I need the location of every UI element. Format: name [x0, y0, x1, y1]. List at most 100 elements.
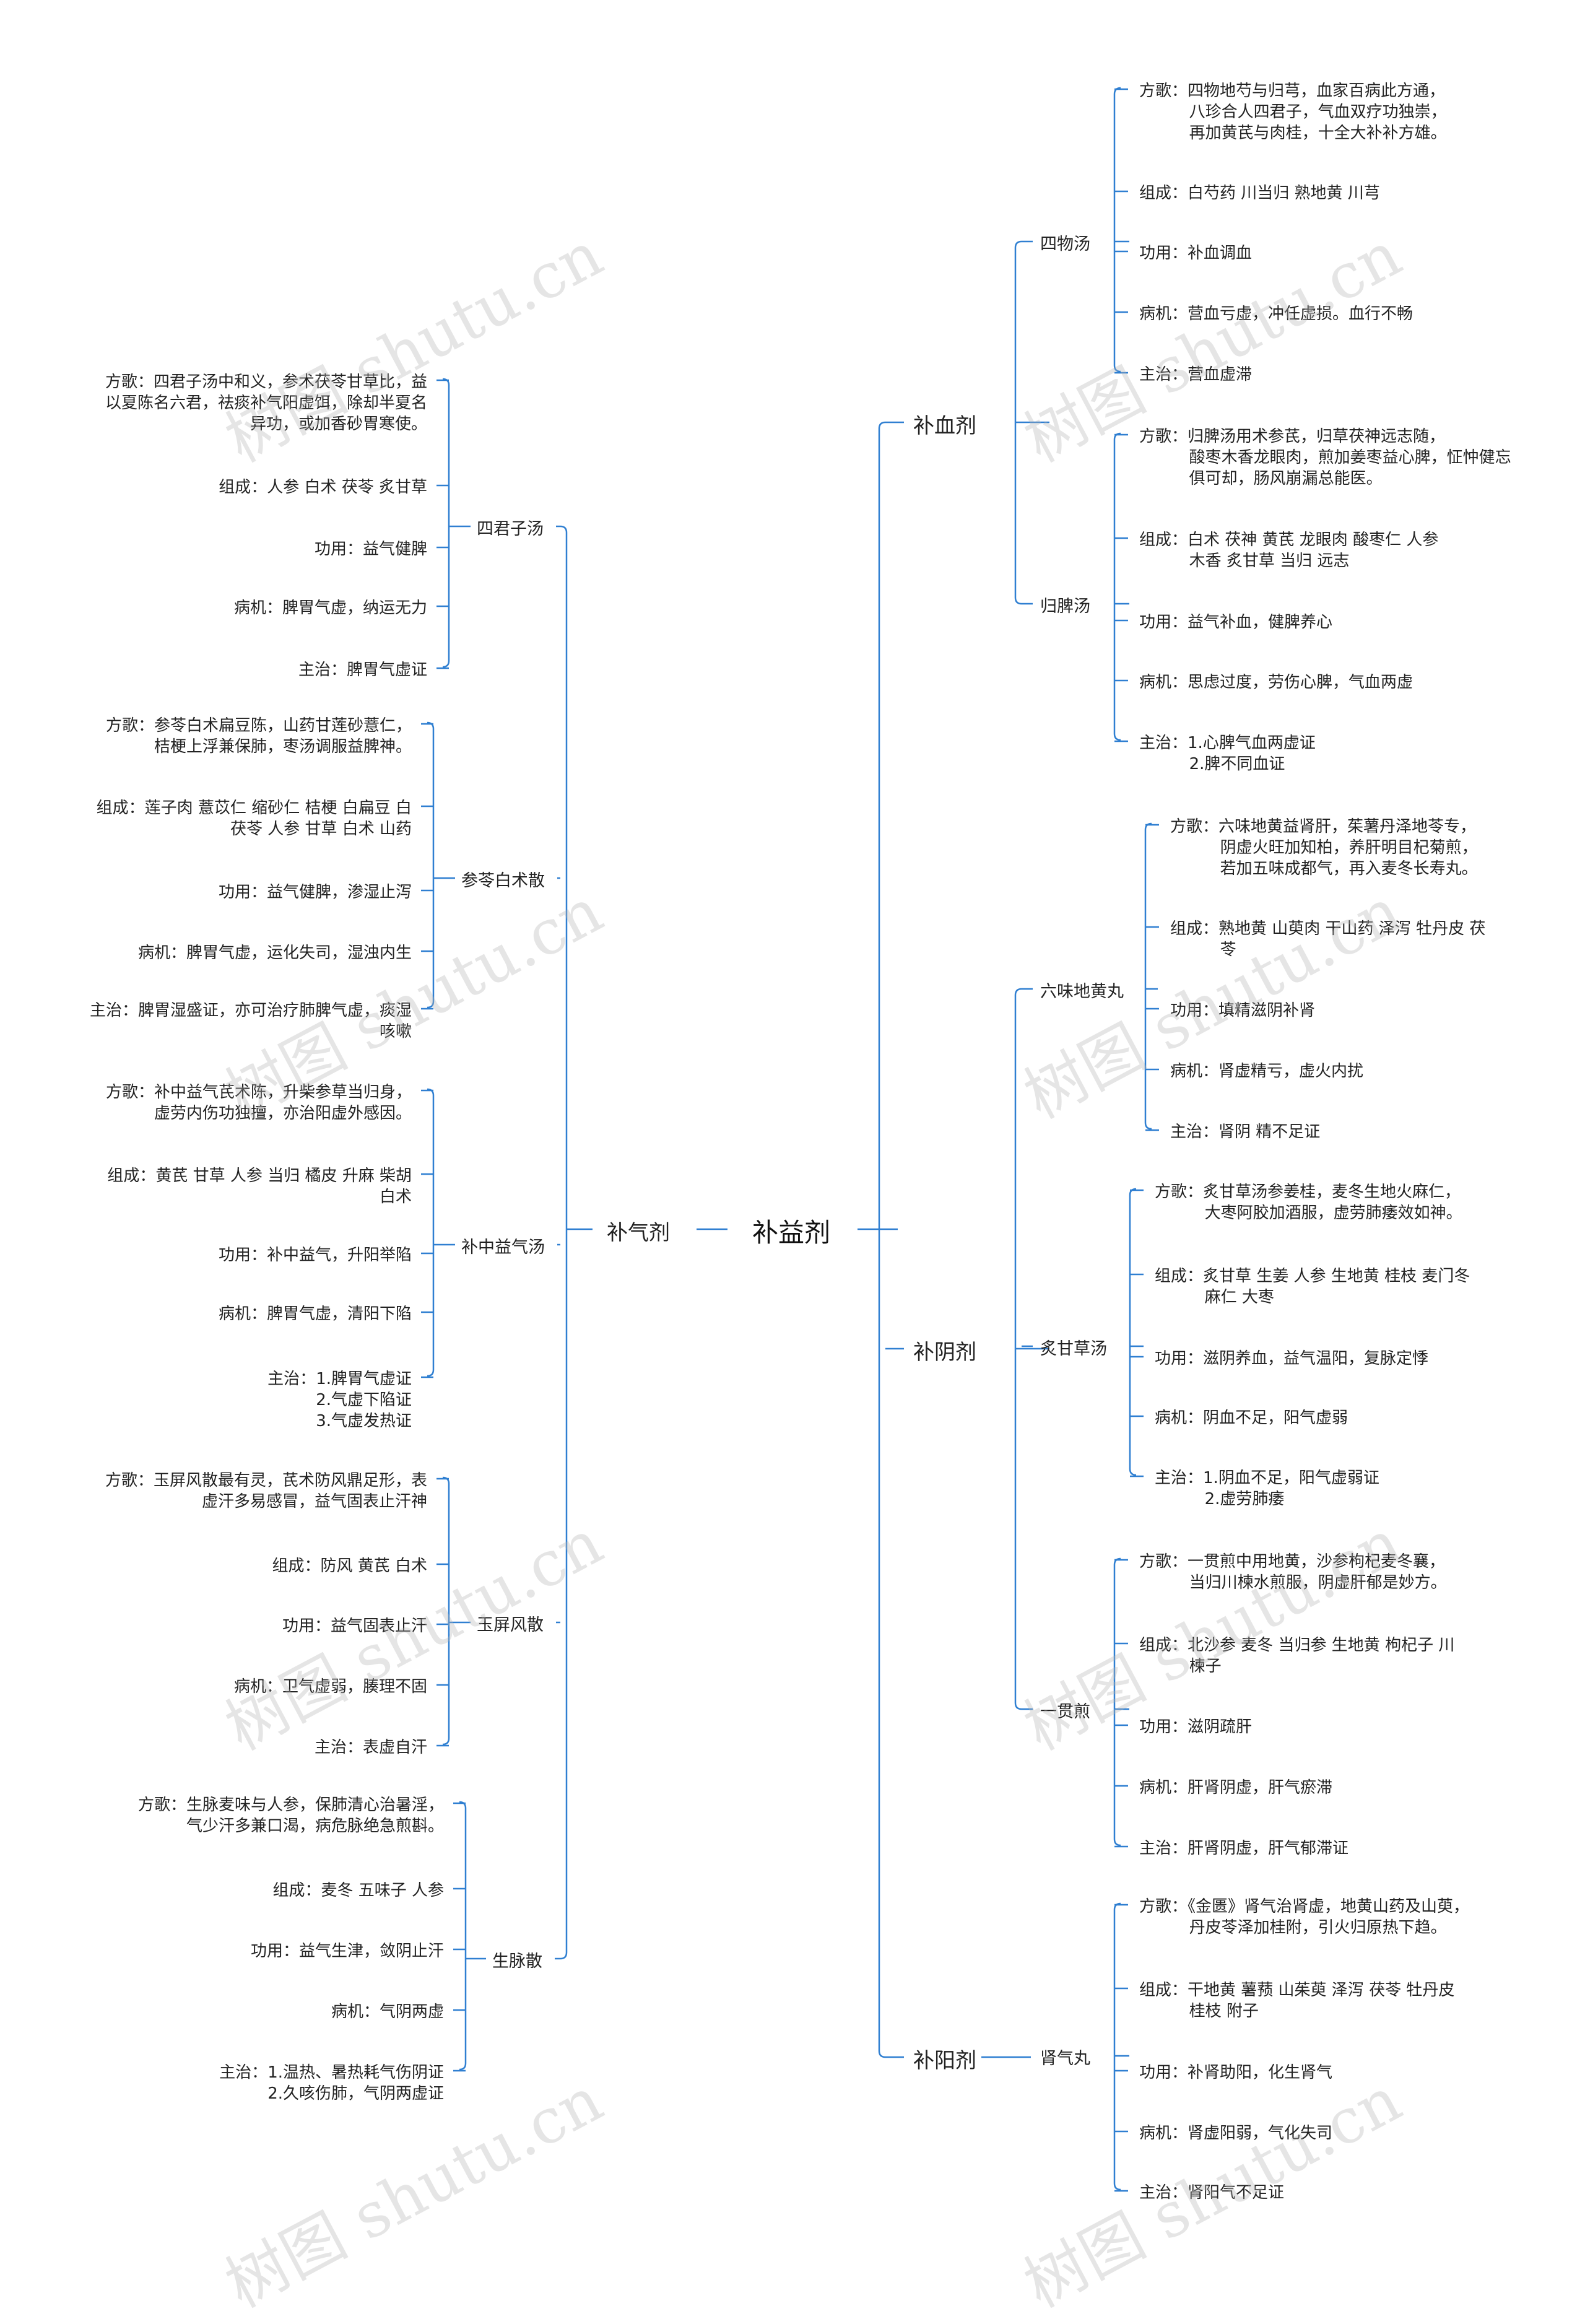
connector: [1129, 1188, 1137, 1476]
formula-node[interactable]: 一贯煎: [1040, 1702, 1090, 1721]
detail-label: 主治：: [1139, 734, 1188, 752]
detail-label: 病机：: [1139, 673, 1188, 692]
detail-text: 脾胃气虚，清阳下陷: [266, 1305, 412, 1323]
detail-text: 楝子: [1189, 1657, 1222, 1676]
formula-detail[interactable]: 病机：思虑过度，劳伤心脾，气血两虚: [1139, 672, 1535, 693]
formula-node[interactable]: 补中益气汤: [461, 1238, 545, 1257]
formula-detail[interactable]: 组成：北沙参 麦冬 当归参 生地黄 枸杞子 川楝子: [1139, 1635, 1535, 1677]
formula-detail[interactable]: 功用：益气补血，健脾养心: [1139, 612, 1535, 633]
detail-text: 若加五味成都气，再入麦冬长寿丸。: [1220, 860, 1478, 878]
formula-detail[interactable]: 方歌：一贯煎中用地黄，沙参枸杞麦冬襄，当归川楝水煎服，阴虚肝郁是妙方。: [1139, 1551, 1535, 1593]
formula-detail[interactable]: 组成：麦冬 五味子 人参: [66, 1880, 444, 1901]
formula-detail[interactable]: 主治：肾阳气不足证: [1139, 2182, 1535, 2203]
formula-detail[interactable]: 主治：肝肾阴虚，肝气郁滞证: [1139, 1838, 1535, 1859]
detail-label: 功用：: [218, 883, 267, 902]
detail-label: 主治：: [1155, 1469, 1204, 1487]
root-topic[interactable]: 补益剂: [752, 1217, 831, 1248]
formula-detail[interactable]: 方歌：参苓白术扁豆陈，山药甘莲砂薏仁，桔梗上浮兼保肺，枣汤调服益脾神。: [34, 715, 412, 757]
formula-detail[interactable]: 主治：营血虚滞: [1139, 364, 1535, 385]
detail-text: 表虚自汗: [362, 1738, 427, 1757]
formula-detail[interactable]: 方歌：《金匮》肾气治肾虚，地黄山药及山萸，丹皮苓泽加桂附，引火归原热下趋。: [1139, 1896, 1535, 1938]
formula-detail[interactable]: 病机：脾胃气虚，运化失司，湿浊内生: [34, 942, 412, 964]
formula-detail[interactable]: 组成：干地黄 薯蓣 山茱萸 泽泻 茯苓 牡丹皮桂枝 附子: [1139, 1980, 1535, 2022]
formula-detail[interactable]: 方歌：四君子汤中和义，参术茯苓甘草比，益以夏陈名六君，祛痰补气阳虚饵，除却半夏名…: [50, 372, 427, 435]
formula-detail[interactable]: 方歌：补中益气芪术陈，升柴参草当归身，虚劳内伤功独擅，亦治阳虚外感因。: [34, 1082, 412, 1124]
formula-detail[interactable]: 组成：人参 白术 茯苓 炙甘草: [50, 477, 427, 498]
detail-text: 阴血不足，阳气虚弱: [1203, 1409, 1348, 1427]
formula-node[interactable]: 四物汤: [1040, 235, 1090, 254]
category-node[interactable]: 补阳剂: [913, 2048, 976, 2073]
detail-text: 人参 白术 茯苓 炙甘草: [267, 478, 427, 497]
formula-detail[interactable]: 病机：阴血不足，阳气虚弱: [1155, 1408, 1551, 1429]
formula-detail[interactable]: 组成：白芍药 川当归 熟地黄 川芎: [1139, 183, 1535, 204]
detail-text: 四君子汤中和义，参术茯苓甘草比，益: [153, 373, 427, 391]
detail-label: 组成：: [272, 1881, 321, 1900]
formula-detail[interactable]: 功用：滋阴养血，益气温阳，复脉定悸: [1155, 1348, 1551, 1369]
formula-node[interactable]: 肾气丸: [1040, 2049, 1090, 2068]
formula-detail[interactable]: 功用：滋阴疏肝: [1139, 1717, 1535, 1738]
formula-detail[interactable]: 方歌：四物地芍与归芎，血家百病此方通，八珍合人四君子，气血双疗功独崇，再加黄芪与…: [1139, 81, 1535, 144]
formula-node[interactable]: 炙甘草汤: [1040, 1339, 1107, 1359]
formula-detail[interactable]: 主治：肾阴 精不足证: [1170, 1121, 1566, 1142]
formula-detail[interactable]: 病机：营血亏虚，冲任虚损。血行不畅: [1139, 303, 1535, 324]
category-buqi[interactable]: 补气剂: [607, 1221, 670, 1245]
formula-detail[interactable]: 功用：补血调血: [1139, 243, 1535, 264]
formula-detail[interactable]: 方歌：生脉麦味与人参，保肺清心治暑淫，气少汗多兼口渴，病危脉绝急煎斟。: [66, 1795, 444, 1837]
formula-node[interactable]: 生脉散: [492, 1952, 542, 1971]
detail-label: 方歌：: [105, 1083, 154, 1102]
formula-detail[interactable]: 主治：脾胃气虚证: [50, 659, 427, 681]
formula-detail[interactable]: 组成：莲子肉 薏苡仁 缩砂仁 桔梗 白扁豆 白茯苓 人参 甘草 白术 山药: [34, 798, 412, 840]
formula-detail[interactable]: 功用：益气健脾: [50, 539, 427, 560]
formula-detail[interactable]: 病机：脾胃气虚，清阳下陷: [34, 1303, 412, 1325]
formula-detail[interactable]: 组成：炙甘草 生姜 人参 生地黄 桂枝 麦门冬麻仁 大枣: [1155, 1266, 1551, 1308]
detail-label: 病机：: [233, 599, 282, 617]
formula-detail[interactable]: 病机：肾虚阳弱，气化失司: [1139, 2123, 1535, 2144]
category-node[interactable]: 补血剂: [913, 414, 976, 438]
formula-detail[interactable]: 组成：熟地黄 山萸肉 干山药 泽泻 牡丹皮 茯苓: [1170, 918, 1566, 960]
formula-detail[interactable]: 功用：益气健脾，渗湿止泻: [34, 882, 412, 903]
formula-node[interactable]: 玉屏风散: [477, 1616, 544, 1635]
formula-detail[interactable]: 方歌：炙甘草汤参姜桂，麦冬生地火麻仁，大枣阿胶加酒服，虚劳肺痿效如神。: [1155, 1182, 1551, 1224]
formula-detail[interactable]: 功用：益气生津，敛阴止汗: [66, 1941, 444, 1962]
detail-text: 炙甘草 生姜 人参 生地黄 桂枝 麦门冬: [1203, 1267, 1470, 1286]
formula-detail[interactable]: 功用：补肾助阳，化生肾气: [1139, 2062, 1535, 2083]
formula-node[interactable]: 六味地黄丸: [1040, 982, 1124, 1001]
formula-detail[interactable]: 功用：补中益气，升阳举陷: [34, 1245, 412, 1266]
detail-label: 病机：: [1139, 2124, 1188, 2143]
connector: [1113, 1902, 1121, 2191]
detail-label: 功用：: [1139, 1718, 1188, 1736]
detail-text: 虚汗多易感冒，益气固表止汗神: [201, 1492, 427, 1511]
formula-detail[interactable]: 方歌：归脾汤用术参芪，归草茯神远志随，酸枣木香龙眼肉，煎加姜枣益心脾，怔忡健忘俱…: [1139, 426, 1535, 489]
formula-detail[interactable]: 主治：脾胃湿盛证，亦可治疗肺脾气虚，痰湿咳嗽: [34, 1000, 412, 1042]
category-node[interactable]: 补阴剂: [913, 1340, 976, 1365]
connector: [427, 721, 435, 1009]
formula-detail[interactable]: 病机：卫气虚弱，腠理不固: [50, 1676, 427, 1697]
formula-detail[interactable]: 功用：益气固表止汗: [50, 1616, 427, 1637]
formula-detail[interactable]: 病机：肾虚精亏，虚火内扰: [1170, 1061, 1566, 1082]
formula-node[interactable]: 四君子汤: [477, 520, 544, 539]
formula-detail[interactable]: 病机：脾胃气虚，纳运无力: [50, 598, 427, 619]
formula-detail[interactable]: 功用：填精滋阴补肾: [1170, 1000, 1566, 1021]
formula-detail[interactable]: 方歌：玉屏风散最有灵，芪术防风鼎足形，表虚汗多易感冒，益气固表止汗神: [50, 1470, 427, 1512]
detail-text: 补中益气，升阳举陷: [266, 1246, 412, 1264]
formula-node[interactable]: 归脾汤: [1040, 597, 1090, 616]
formula-detail[interactable]: 组成：黄芪 甘草 人参 当归 橘皮 升麻 柴胡白术: [34, 1165, 412, 1208]
formula-detail[interactable]: 组成：防风 黄芪 白术: [50, 1556, 427, 1577]
formula-detail[interactable]: 方歌：六味地黄益肾肝，茱薯丹泽地苓专，阴虚火旺加知柏，养肝明目杞菊煎，若加五味成…: [1170, 816, 1566, 879]
formula-detail[interactable]: 主治：表虚自汗: [50, 1737, 427, 1758]
detail-label: 方歌：: [1139, 427, 1188, 446]
formula-detail[interactable]: 病机：气阴两虚: [66, 2001, 444, 2022]
connector: [1113, 87, 1121, 373]
detail-label: 组成：: [1155, 1267, 1204, 1286]
formula-node[interactable]: 参苓白术散: [461, 871, 545, 890]
formula-detail[interactable]: 病机：肝肾阴虚，肝气瘀滞: [1139, 1777, 1535, 1798]
detail-text: 莲子肉 薏苡仁 缩砂仁 桔梗 白扁豆 白: [144, 799, 412, 817]
detail-label: 病机：: [1170, 1062, 1219, 1081]
formula-detail[interactable]: 组成：白术 茯神 黄芪 龙眼肉 酸枣仁 人参木香 炙甘草 当归 远志: [1139, 529, 1535, 572]
detail-label: 功用：: [1155, 1349, 1204, 1368]
